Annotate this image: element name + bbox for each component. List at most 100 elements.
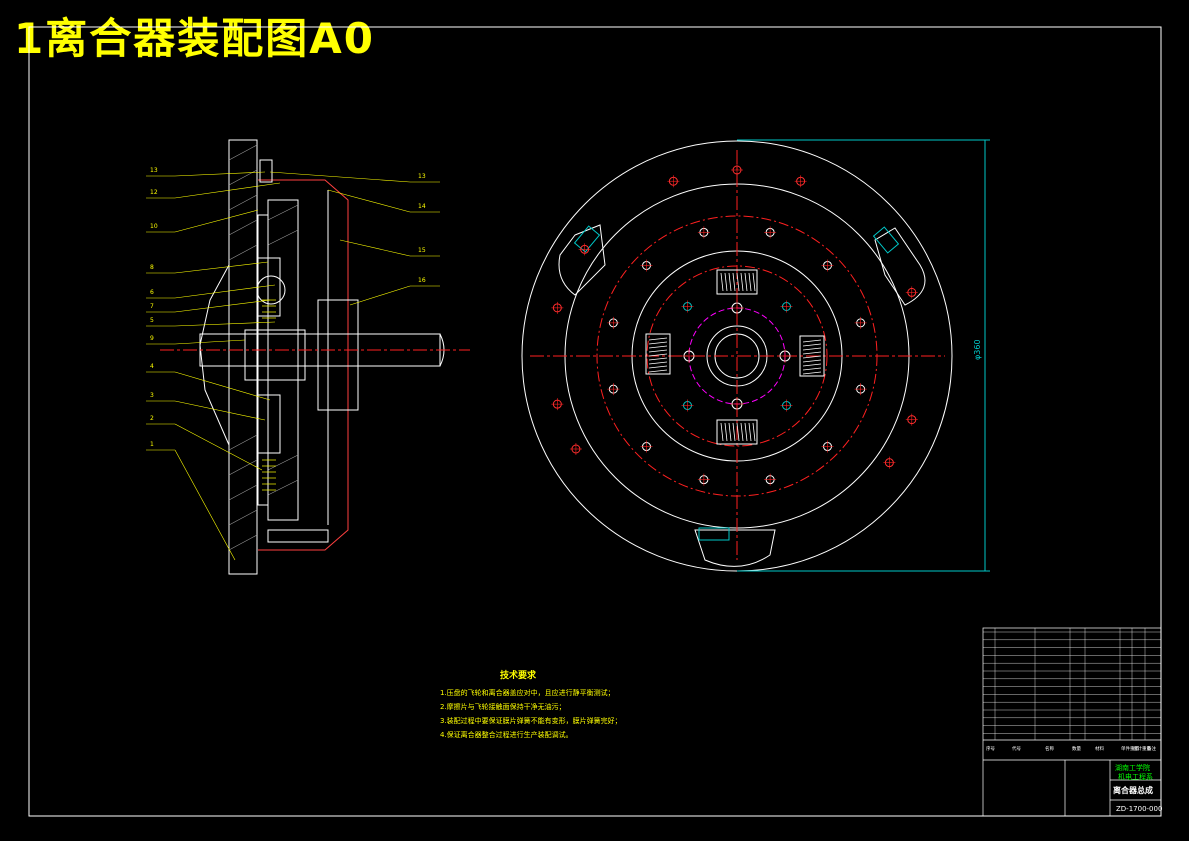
spring-coil — [802, 363, 822, 367]
leader-line — [174, 321, 276, 327]
leader-line — [174, 423, 263, 471]
spring-coil — [802, 339, 822, 343]
bolt-holes — [551, 164, 918, 486]
spring-coil — [802, 347, 822, 351]
spring-coil — [648, 345, 668, 349]
spring-coil — [648, 369, 668, 373]
balloon-label: 9 — [150, 335, 154, 342]
spring-coil — [648, 361, 668, 365]
strap-lug-right — [874, 227, 926, 306]
balloon-label: 16 — [418, 277, 426, 284]
bom-header-cell: 备注 — [1147, 745, 1156, 752]
flywheel-section — [228, 139, 258, 575]
leader-line — [174, 209, 259, 233]
balloon-label: 1 — [150, 441, 154, 448]
spring-coil — [728, 422, 732, 442]
balloon-label: 14 — [418, 203, 426, 210]
balloon-label: 7 — [150, 303, 154, 310]
spring-coil — [736, 422, 740, 442]
balloon-label: 2 — [150, 415, 154, 422]
school-line1: 湖南工学院 — [1115, 763, 1150, 772]
balloon-label: 13 — [418, 173, 426, 180]
spring-coil — [724, 272, 728, 292]
balloon-label: 3 — [150, 392, 154, 399]
leader-line — [174, 182, 281, 199]
disc-hub — [244, 329, 306, 381]
balloon-labels-right: 13 14 15 16 — [418, 173, 426, 284]
title-block — [982, 627, 1162, 817]
spring-coil — [648, 357, 668, 361]
spring-window — [645, 333, 671, 375]
spring-coil — [802, 351, 822, 355]
spring-coil — [740, 272, 744, 292]
spring-coil — [802, 343, 822, 347]
spring-coil — [802, 367, 822, 371]
spring-coil — [732, 422, 736, 442]
school-line2: 机电工程系 — [1118, 772, 1153, 781]
leader-line — [174, 299, 271, 313]
bom-header-cell: 单件重量 — [1121, 745, 1139, 752]
flywheel-hub — [199, 264, 230, 446]
leader-line — [174, 261, 269, 274]
spring-coil — [748, 422, 752, 442]
spring-coil — [648, 337, 668, 341]
leader-line — [174, 400, 266, 421]
balloon-label: 12 — [150, 189, 158, 196]
balloon-label: 4 — [150, 363, 154, 370]
tech-requirements-list: 1.压盘的飞轮和离合器盖应对中，且应进行静平衡测试； 2.摩擦片与飞轮接触面保持… — [440, 686, 622, 742]
balloon-label: 10 — [150, 223, 158, 230]
balloon-label: 15 — [418, 247, 426, 254]
drawing-number: ZD-1700-000 — [1116, 805, 1162, 813]
balloon-label: 13 — [150, 167, 158, 174]
balloon-label: 6 — [150, 289, 154, 296]
damper-spring — [716, 269, 758, 295]
spring-coil — [648, 341, 668, 345]
front-view — [521, 139, 990, 572]
damper-springs — [645, 269, 825, 445]
spring-coil — [740, 422, 744, 442]
leader-line — [174, 449, 236, 561]
spring-coil — [648, 365, 668, 369]
leader-line — [269, 171, 411, 183]
leader-line — [174, 171, 266, 177]
leader-line — [174, 284, 276, 299]
spring-coil — [802, 359, 822, 363]
drawing-title: 1离合器装配图A0 — [14, 14, 375, 63]
strap-lug-left — [558, 224, 606, 296]
spring-coil — [744, 422, 748, 442]
spring-coil — [728, 272, 732, 292]
bom-header-cell: 名称 — [1045, 745, 1054, 752]
spring-coil — [752, 272, 756, 292]
leader-line — [174, 339, 246, 345]
drawing-name: 离合器总成 — [1113, 785, 1153, 795]
leader-line — [349, 285, 411, 306]
balloon-label: 5 — [150, 317, 154, 324]
bom-header-cell: 代号 — [1012, 745, 1021, 752]
spring-window — [716, 269, 758, 295]
clutch-cover — [258, 179, 349, 551]
spring-coil — [720, 272, 724, 292]
bom-header-cell: 数量 — [1072, 745, 1081, 752]
spring-coil — [736, 272, 740, 292]
title-block-text: 湖南工学院 机电工程系 离合器总成 ZD-1700-000 — [1113, 763, 1162, 813]
leader-line — [339, 239, 411, 257]
spring-window — [799, 335, 825, 377]
tech-requirement-item: 1.压盘的飞轮和离合器盖应对中，且应进行静平衡测试； — [440, 689, 615, 697]
strap-lug-bottom — [694, 529, 776, 567]
tech-requirements-heading: 技术要求 — [500, 671, 537, 681]
leader-lines-left — [146, 171, 281, 561]
damper-spring — [645, 333, 671, 375]
leader-line — [174, 371, 271, 401]
spring-coil — [748, 272, 752, 292]
spring-coil — [732, 272, 736, 292]
tech-requirement-item: 4.保证离合器整合过程进行生产装配调试。 — [440, 731, 573, 739]
damper-spring — [799, 335, 825, 377]
spring-coil — [744, 272, 748, 292]
damper-spring — [716, 419, 758, 445]
spring-coil — [802, 355, 822, 359]
bom-header-cell: 序号 — [986, 745, 995, 752]
spring-coil — [752, 422, 756, 442]
dimension-label: φ360 — [973, 339, 982, 360]
